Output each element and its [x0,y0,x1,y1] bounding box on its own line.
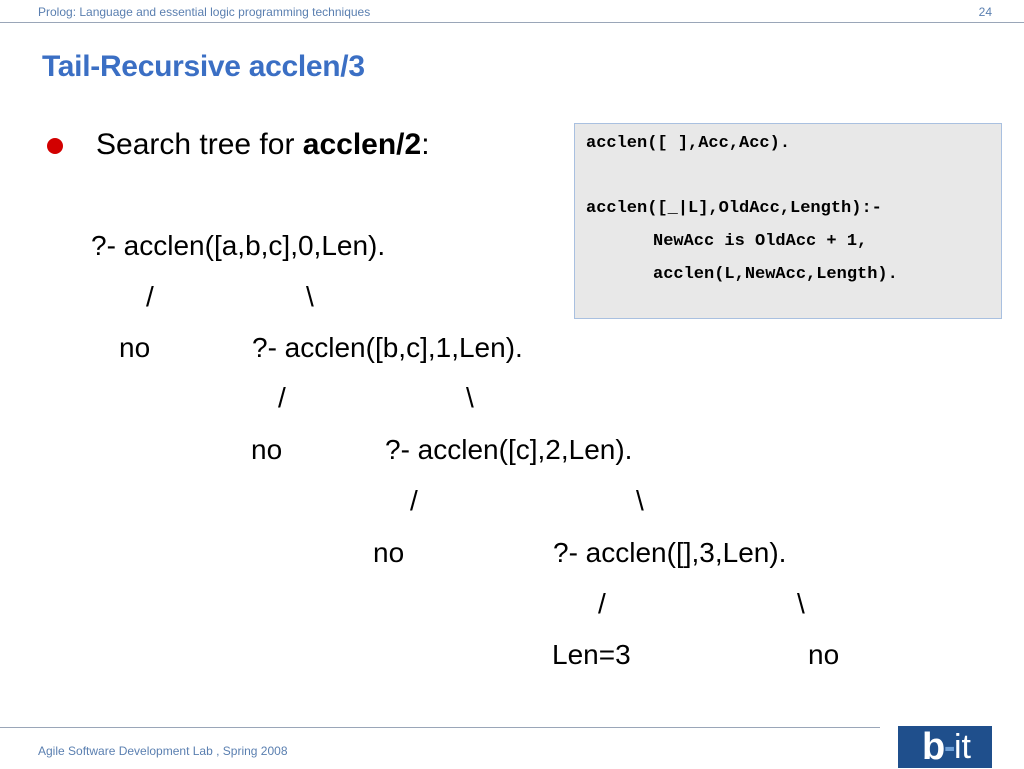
tree-query-1: ?- acclen([b,c],1,Len). [252,332,523,363]
tree-fail-3: no [373,537,405,568]
tree-branch-right-2: \ [636,485,644,516]
tree-branch-left-2: / [410,485,418,516]
code-box: acclen([ ],Acc,Acc). acclen([_|L],OldAcc… [574,123,1002,319]
tree-branch-left-0: / [146,281,154,312]
header-divider [0,22,1024,23]
bit-logo: b - it [898,726,992,768]
footer-divider [0,727,880,728]
logo-b: b [922,726,946,768]
tree-branch-right-3: \ [797,588,805,619]
tree-query-3: ?- acclen([],3,Len). [553,537,787,568]
tree-query-2: ?- acclen([c],2,Len). [385,434,633,465]
bullet-bold: acclen/2 [302,128,422,161]
bullet-suffix: : [421,128,430,161]
tree-fail-1: no [119,332,151,363]
bullet-text: Search tree for acclen/2: [96,128,430,162]
logo-separator: - [944,728,956,766]
tree-fail-2: no [251,434,283,465]
bullet-dot-icon [47,138,63,154]
footer-text: Agile Software Development Lab , Spring … [38,744,288,758]
page-number: 24 [978,5,992,19]
slide-title: Tail-Recursive acclen/3 [42,50,365,83]
code-line-2: acclen([_|L],OldAcc,Length):- [586,199,882,218]
logo-it: it [954,728,971,766]
code-line-4: acclen(L,NewAcc,Length). [653,265,898,284]
tree-branch-left-1: / [278,382,286,413]
tree-branch-right-0: \ [306,281,314,312]
tree-branch-right-1: \ [466,382,474,413]
tree-branch-left-3: / [598,588,606,619]
bullet-prefix: Search tree for [96,128,303,161]
tree-query-0: ?- acclen([a,b,c],0,Len). [91,230,386,261]
code-line-3: NewAcc is OldAcc + 1, [653,232,868,251]
tree-fail-4: no [808,639,840,670]
code-line-1: acclen([ ],Acc,Acc). [586,134,791,153]
tree-answer: Len=3 [552,639,631,670]
header-title: Prolog: Language and essential logic pro… [38,5,371,19]
